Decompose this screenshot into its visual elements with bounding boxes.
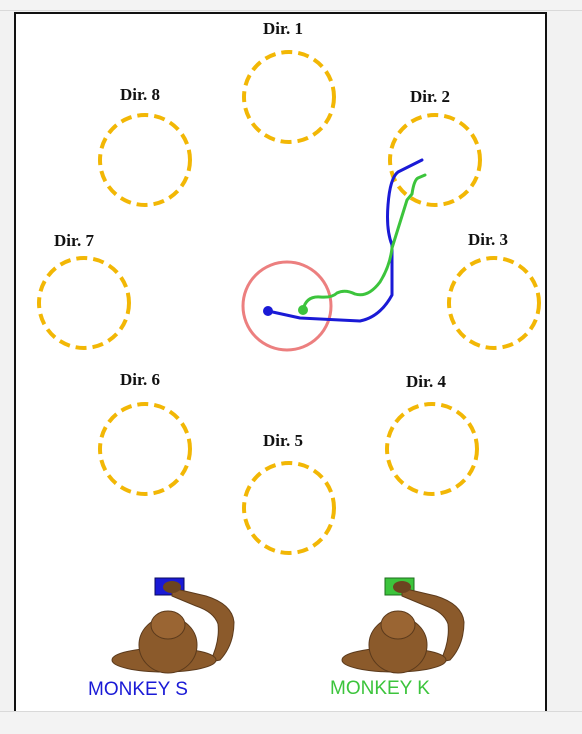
- trajectory-monkey-k: [301, 173, 427, 312]
- head-monkey-k: [380, 610, 416, 640]
- target-dir-3: [447, 256, 541, 350]
- target-dir-8: [98, 113, 192, 207]
- figure-panel: [14, 12, 547, 713]
- dir-1-label: Dir. 1: [263, 19, 303, 38]
- target-dir-4: [385, 402, 479, 496]
- trajectory-monkey-s: [266, 158, 424, 323]
- target-dir-6: [98, 402, 192, 496]
- start-dot-monkey-k: [298, 305, 308, 315]
- monkey-s-label: MONKEY S: [88, 679, 188, 700]
- dir-5-label: Dir. 5: [263, 431, 303, 450]
- dir-2-label: Dir. 2: [410, 87, 450, 106]
- targets: [37, 50, 541, 555]
- bottom-window-strip: [0, 711, 582, 734]
- hand-monkey-k: [393, 581, 411, 593]
- dir-6-label: Dir. 6: [120, 370, 160, 389]
- hand-monkey-s: [163, 581, 181, 593]
- head-monkey-s: [150, 610, 186, 640]
- target-dir-5: [242, 461, 336, 555]
- center-start-circle: [241, 260, 333, 352]
- dir-3-label: Dir. 3: [468, 230, 508, 249]
- top-window-strip: [0, 0, 582, 11]
- start-dot-monkey-s: [263, 306, 273, 316]
- monkey-k-figure: [341, 577, 465, 674]
- monkey-k-label: MONKEY K: [330, 678, 430, 699]
- target-dir-1: [242, 50, 336, 144]
- target-dir-7: [37, 256, 131, 350]
- dir-4-label: Dir. 4: [406, 372, 446, 391]
- dir-8-label: Dir. 8: [120, 85, 160, 104]
- monkey-s-figure: [111, 577, 235, 674]
- target-dir-2: [388, 113, 482, 207]
- dir-7-label: Dir. 7: [54, 231, 94, 250]
